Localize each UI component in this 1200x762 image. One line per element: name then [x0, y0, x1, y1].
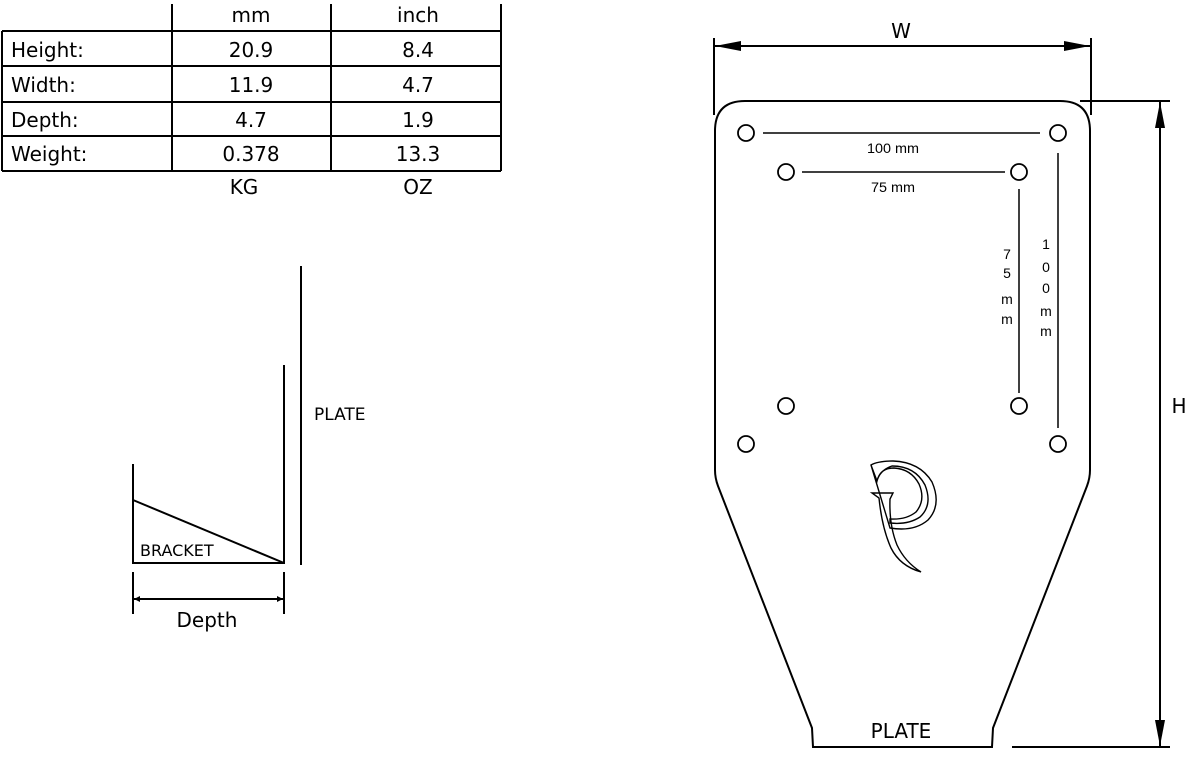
cell-depth-mm: 4.7 — [235, 108, 267, 132]
hole — [1049, 124, 1067, 142]
table-row: Weight: 0.378 13.3 — [11, 142, 440, 166]
plate-outline — [714, 100, 1091, 748]
depth-dimension — [132, 572, 285, 614]
hole — [1010, 163, 1028, 181]
hole-spacing-lines — [763, 132, 1059, 428]
front-plate-label: PLATE — [871, 719, 932, 743]
svg-text:1: 1 — [1042, 236, 1050, 252]
width-label: W — [891, 19, 911, 43]
unit-label-kg: KG — [230, 175, 259, 199]
spacing-label-75mm-h: 75 mm — [871, 179, 915, 195]
column-header-mm: mm — [232, 3, 271, 27]
hole — [777, 163, 795, 181]
row-label-width: Width: — [11, 73, 76, 97]
hole — [1010, 397, 1028, 415]
hole — [777, 397, 795, 415]
side-view-diagram: PLATE BRACKET Depth — [132, 266, 366, 632]
table-row: Width: 11.9 4.7 — [11, 73, 434, 97]
spec-table: mm inch Height: 20.9 8.4 Width: 11.9 4.7… — [1, 3, 502, 199]
row-label-height: Height: — [11, 38, 84, 62]
spacing-label-100mm-v: 1 0 0 m m — [1040, 236, 1052, 339]
unit-label-oz: OZ — [403, 175, 432, 199]
side-plate-label: PLATE — [314, 405, 366, 425]
height-label: H — [1171, 394, 1186, 418]
svg-text:5: 5 — [1003, 265, 1011, 281]
row-label-depth: Depth: — [11, 108, 79, 132]
cell-weight-oz: 13.3 — [396, 142, 441, 166]
hole — [737, 435, 755, 453]
cell-height-mm: 20.9 — [229, 38, 274, 62]
height-dimension — [1012, 100, 1170, 748]
svg-text:m: m — [1040, 323, 1052, 339]
svg-text:7: 7 — [1003, 246, 1011, 262]
width-dimension — [713, 38, 1092, 115]
spacing-label-100mm-h: 100 mm — [867, 140, 919, 156]
table-row: Height: 20.9 8.4 — [11, 38, 434, 62]
svg-text:m: m — [1001, 311, 1013, 327]
mounting-holes — [737, 124, 1067, 453]
table-row: Depth: 4.7 1.9 — [11, 108, 434, 132]
svg-text:m: m — [1001, 291, 1013, 307]
column-header-inch: inch — [397, 3, 439, 27]
bracket-outline — [132, 365, 285, 564]
cell-height-inch: 8.4 — [402, 38, 434, 62]
bracket-label: BRACKET — [140, 541, 214, 560]
row-label-weight: Weight: — [11, 142, 87, 166]
front-view-diagram: W H 100 mm 75 mm 7 — [713, 19, 1187, 748]
hole — [1049, 435, 1067, 453]
depth-label: Depth — [177, 608, 238, 632]
svg-text:m: m — [1040, 303, 1052, 319]
cell-width-mm: 11.9 — [229, 73, 274, 97]
cell-weight-kg: 0.378 — [222, 142, 279, 166]
table-grid — [1, 4, 502, 172]
hole — [737, 124, 755, 142]
cell-depth-inch: 1.9 — [402, 108, 434, 132]
brand-logo-p-icon — [869, 460, 937, 573]
cell-width-inch: 4.7 — [402, 73, 434, 97]
svg-text:0: 0 — [1042, 259, 1050, 275]
spacing-label-75mm-v: 7 5 m m — [1001, 246, 1013, 327]
svg-text:0: 0 — [1042, 280, 1050, 296]
